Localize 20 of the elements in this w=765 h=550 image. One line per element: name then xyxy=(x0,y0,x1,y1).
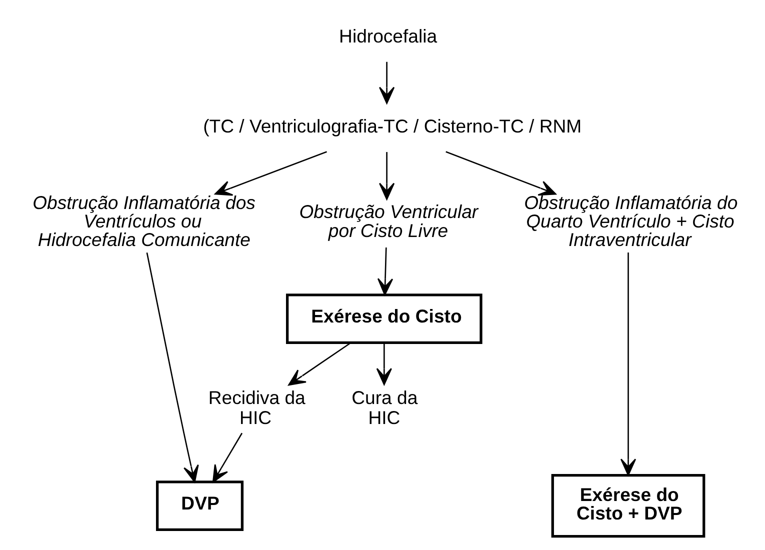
arrow xyxy=(214,151,327,196)
node-text: Obstrução Inflamatória do Quarto Ventrículo + Cisto Intraventricular xyxy=(524,192,738,250)
arrow xyxy=(288,342,352,386)
arrow xyxy=(378,62,395,104)
arrow xyxy=(378,152,395,200)
arrow xyxy=(377,248,394,296)
arrow xyxy=(212,432,243,483)
arrow xyxy=(376,343,392,386)
node-text: (TC / Ventriculografia-TC / Cisterno-TC / RNM xyxy=(203,116,582,137)
node-box: Exérese do Cisto xyxy=(286,294,482,344)
node-text: Hidrocefalia xyxy=(339,25,438,46)
arrow xyxy=(620,252,636,476)
node-text: Obstrução Ventricular por Cisto Livre xyxy=(299,201,478,241)
node-text: Obstrução Inflamatória dos Ventrículos ou Hidrocefalia Comunicante xyxy=(32,192,256,250)
node-text: Cura da HIC xyxy=(352,386,418,428)
node-box: DVP xyxy=(156,480,244,532)
arrow xyxy=(146,252,199,483)
arrow xyxy=(446,151,556,196)
node-text: Recidiva da HIC xyxy=(208,386,306,428)
node-box: Exérese do Cisto + DVP xyxy=(551,474,706,538)
